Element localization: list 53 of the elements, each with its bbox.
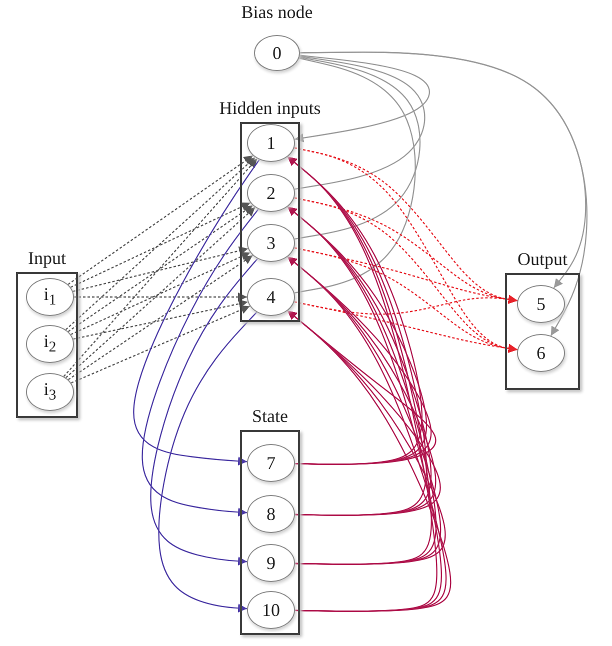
node-label: 7 <box>266 452 276 474</box>
node-label: i$_{3}$ <box>44 379 56 405</box>
arrow <box>74 292 247 302</box>
arrow <box>73 299 248 340</box>
node-label: 9 <box>266 552 276 574</box>
neuron-node <box>247 591 295 629</box>
node-label: 6 <box>536 342 546 364</box>
arrow <box>133 159 260 466</box>
group-heading: Output <box>518 249 568 270</box>
arrow <box>65 206 256 378</box>
node-label: 10 <box>262 600 280 620</box>
arrow <box>287 310 452 612</box>
neuron-node <box>26 325 74 363</box>
neuron-node <box>26 278 74 316</box>
layer-heading: Bias node <box>241 2 313 23</box>
arrow <box>68 204 254 332</box>
neuron-node <box>247 224 295 262</box>
node-label: i$_{1}$ <box>44 284 56 310</box>
node-label: 8 <box>266 504 276 524</box>
arrow <box>65 156 256 330</box>
group-heading: Hidden inputs <box>219 98 321 119</box>
arrow <box>158 312 258 613</box>
arrow <box>294 301 518 353</box>
arrow <box>294 54 430 142</box>
arrow <box>68 155 254 285</box>
neuron-node <box>254 35 300 71</box>
neuron-node <box>247 544 295 582</box>
arrow <box>150 258 258 566</box>
neuron-node <box>26 373 74 411</box>
group-heading: Input <box>28 248 66 269</box>
node-label: 2 <box>266 182 276 204</box>
group-heading: State <box>252 406 288 427</box>
neuron-node <box>517 334 565 372</box>
arrow <box>63 158 258 377</box>
arrow <box>300 52 588 336</box>
arrow <box>142 208 259 517</box>
neuron-node <box>247 278 295 316</box>
arrow <box>70 252 250 336</box>
neuron-node <box>517 285 565 323</box>
neuron-node <box>247 495 295 533</box>
node-label: 4 <box>266 286 276 308</box>
node-label: i$_{2}$ <box>44 331 56 357</box>
neuron-node <box>247 124 295 162</box>
arrow <box>72 246 248 292</box>
node-label: 1 <box>266 132 276 154</box>
arrow <box>70 202 251 288</box>
node-label: 3 <box>266 232 276 254</box>
arrow <box>68 254 254 380</box>
arrow <box>70 305 250 384</box>
node-label: 5 <box>536 294 546 314</box>
neuron-node <box>247 174 295 212</box>
node-label: 0 <box>272 42 282 64</box>
neuron-node <box>247 444 295 482</box>
